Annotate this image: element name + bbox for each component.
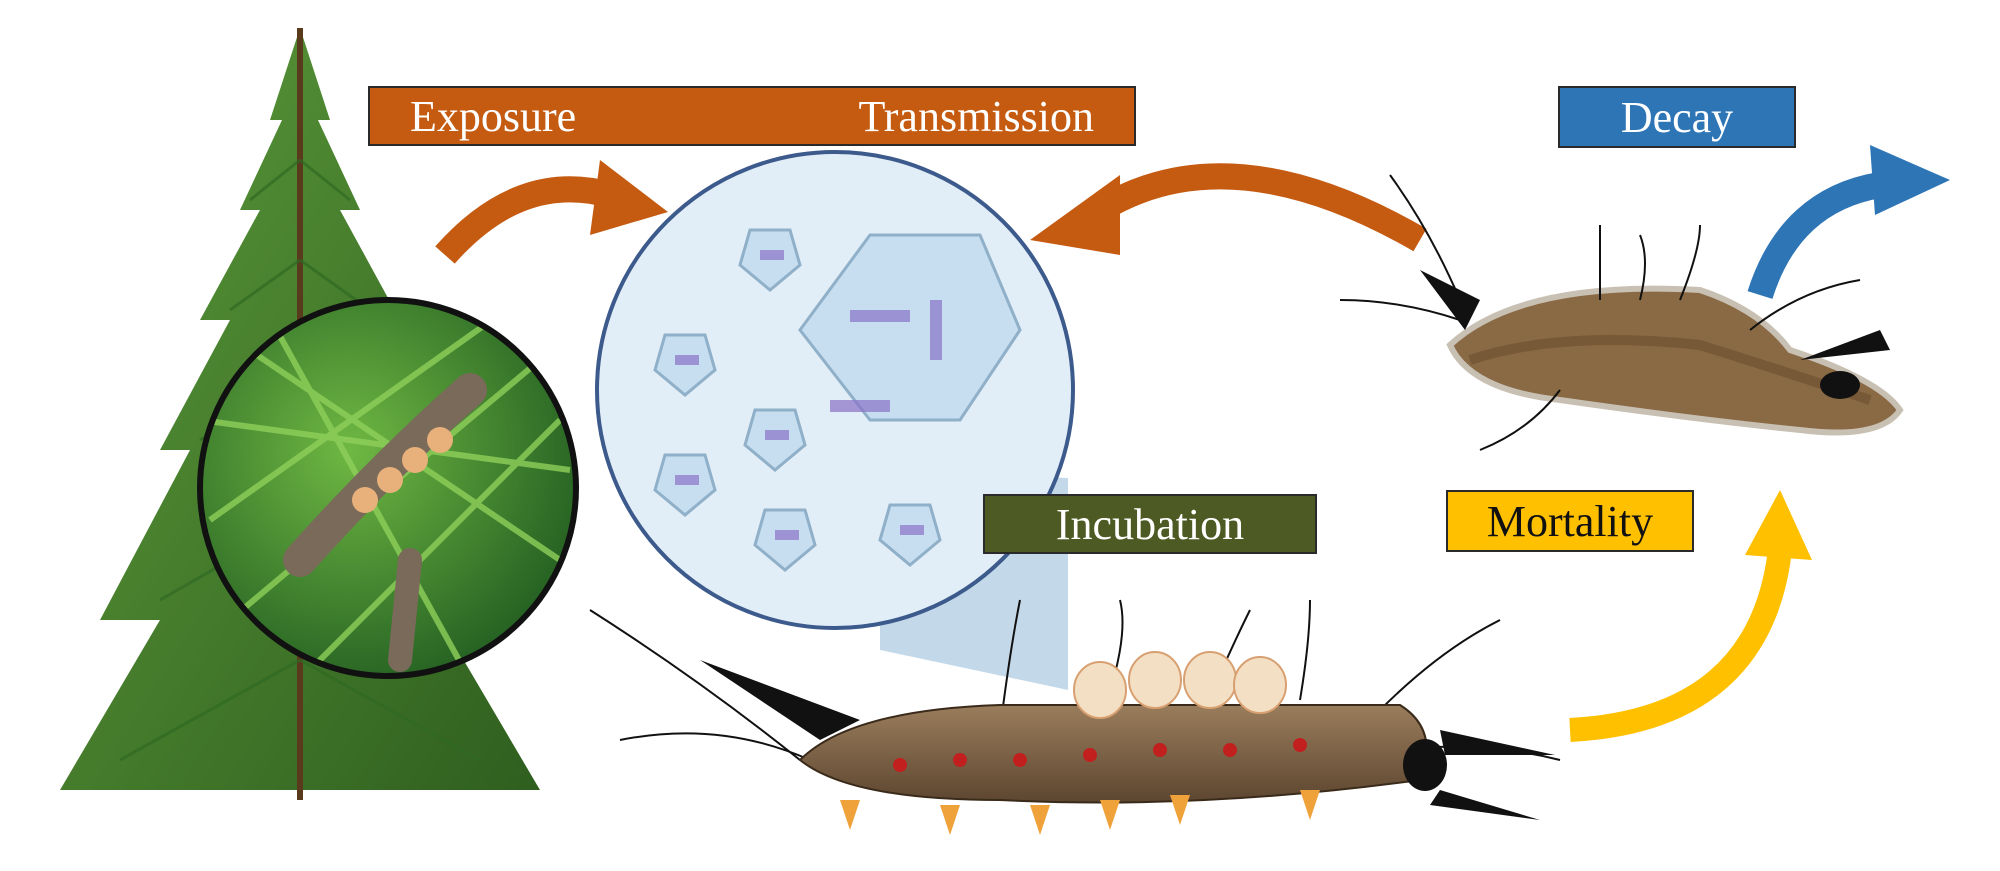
decay-arrow-icon (1747, 145, 1950, 300)
caterpillar-photo-icon (197, 297, 579, 679)
exposure-transmission-label: Exposure Transmission (368, 86, 1136, 146)
exposure-arrow-icon (435, 160, 668, 264)
decay-label-text: Decay (1620, 92, 1734, 142)
mortality-label: Mortality (1446, 490, 1694, 552)
transmission-arrow-icon (1030, 163, 1427, 255)
mortality-arrow-icon (1569, 490, 1812, 742)
transmission-label: Transmission (858, 91, 1094, 141)
exposure-label: Exposure (410, 91, 577, 141)
decay-label: Decay (1558, 86, 1796, 148)
incubation-label-text: Incubation (1055, 499, 1245, 549)
virus-occlusion-body-icon (595, 150, 1075, 690)
mortality-label-text: Mortality (1486, 496, 1654, 546)
incubation-label: Incubation (983, 494, 1317, 554)
decaying-caterpillar-icon (1339, 174, 1904, 451)
live-caterpillar-icon (589, 599, 1561, 835)
